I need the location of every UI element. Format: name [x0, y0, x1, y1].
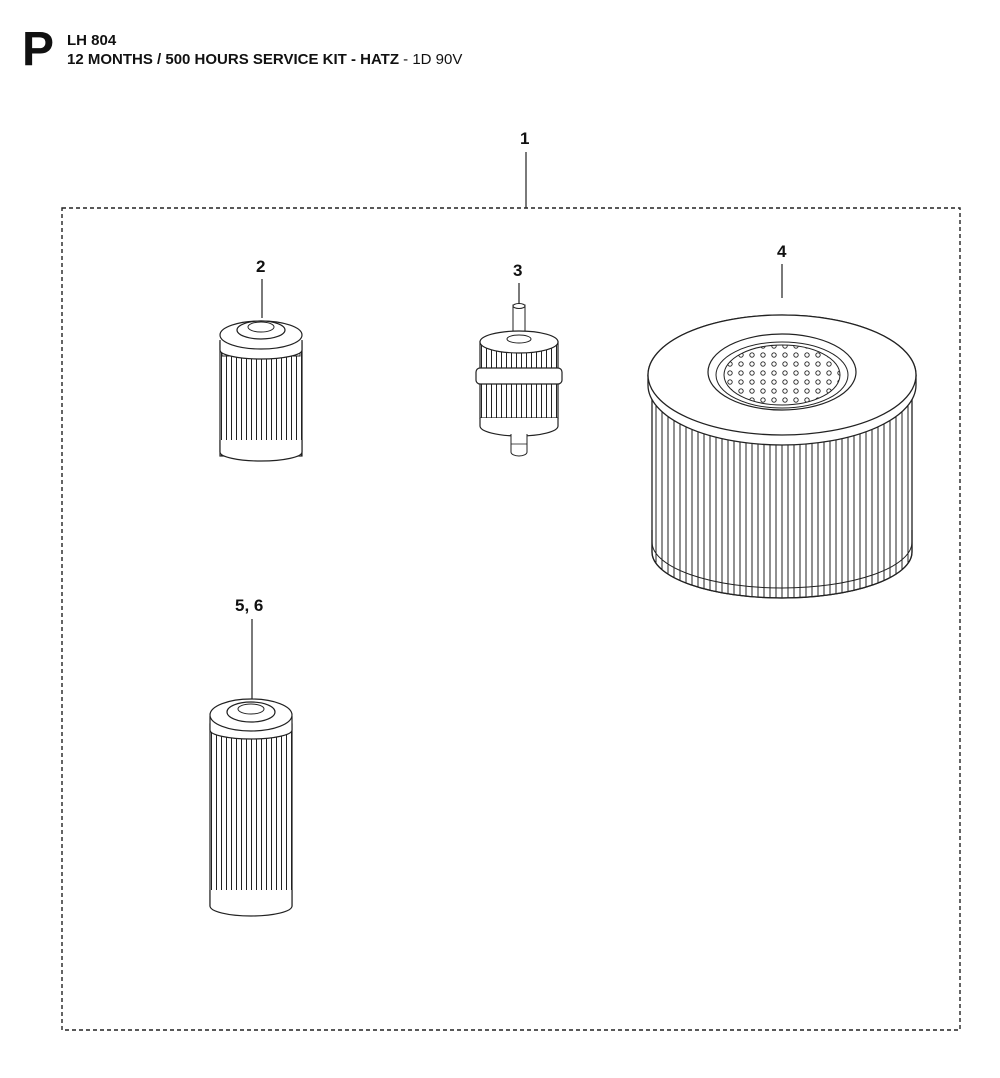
page-header: P LH 804 12 MONTHS / 500 HOURS SERVICE K…	[0, 0, 1000, 80]
part-5-6-filter-cartridge: 5, 6	[209, 596, 293, 917]
callout-label-5-6: 5, 6	[235, 596, 263, 615]
model-number: LH 804	[67, 32, 117, 49]
title-separator: -	[399, 51, 413, 68]
title-engine: 1D 90V	[412, 51, 463, 68]
part-2-filter-cartridge: 2	[219, 257, 303, 462]
callout-1: 1	[520, 129, 529, 208]
kit-boundary	[61, 207, 961, 1031]
callout-label-1: 1	[520, 129, 529, 148]
callout-label-3: 3	[513, 261, 522, 280]
page-title: 12 MONTHS / 500 HOURS SERVICE KIT - HATZ…	[67, 51, 462, 68]
callout-label-4: 4	[777, 242, 787, 261]
title-kit-name: 12 MONTHS / 500 HOURS SERVICE KIT - HATZ	[67, 51, 399, 68]
part-4-air-filter-element: 4	[647, 242, 917, 599]
part-3-inline-fuel-filter: 3	[475, 261, 563, 457]
callout-label-2: 2	[256, 257, 265, 276]
section-letter: P	[22, 23, 55, 76]
